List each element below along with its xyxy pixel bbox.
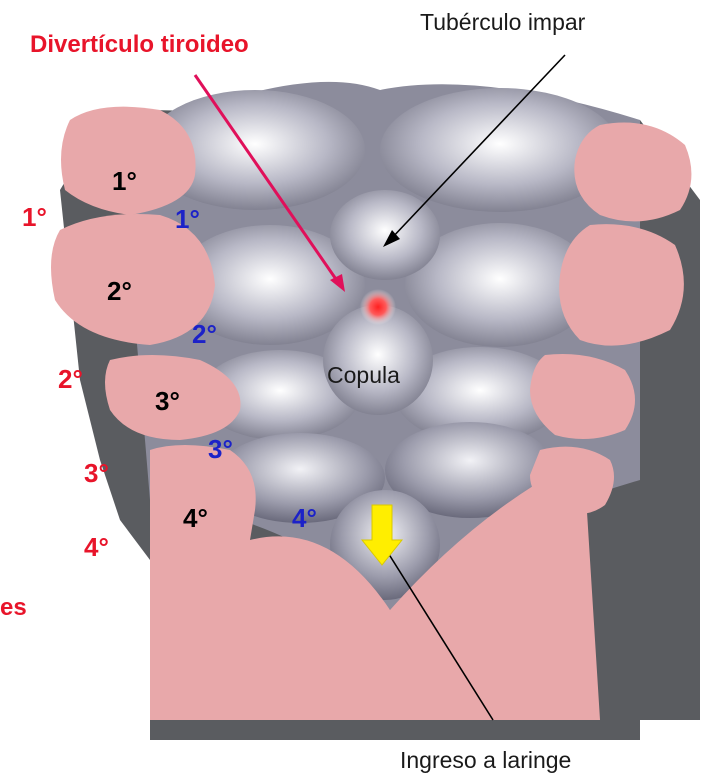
groove-number-4: 4° [84, 532, 109, 562]
arch-number-4: 4° [183, 503, 208, 533]
pouch-number-3: 3° [208, 434, 233, 464]
tuberculum-impar-label: Tubérculo impar [420, 9, 586, 35]
arch-number-1: 1° [112, 166, 137, 196]
pouch-number-1: 1° [175, 204, 200, 234]
thyroid-diverticulum-spot [360, 289, 396, 325]
arch-number-2: 2° [107, 276, 132, 306]
pouch-number-4: 4° [292, 503, 317, 533]
laryngeal-inlet-label: Ingreso a laringe [400, 747, 571, 773]
groove-number-1: 1° [22, 202, 47, 232]
thyroid-diverticulum-label: Divertículo tiroideo [30, 31, 249, 58]
groove-number-2: 2° [58, 364, 83, 394]
copula-label: Copula [327, 362, 400, 388]
arch-number-3: 3° [155, 386, 180, 416]
left-partial-label: es [0, 594, 27, 621]
groove-number-3: 3° [84, 458, 109, 488]
pouch-number-2: 2° [192, 319, 217, 349]
